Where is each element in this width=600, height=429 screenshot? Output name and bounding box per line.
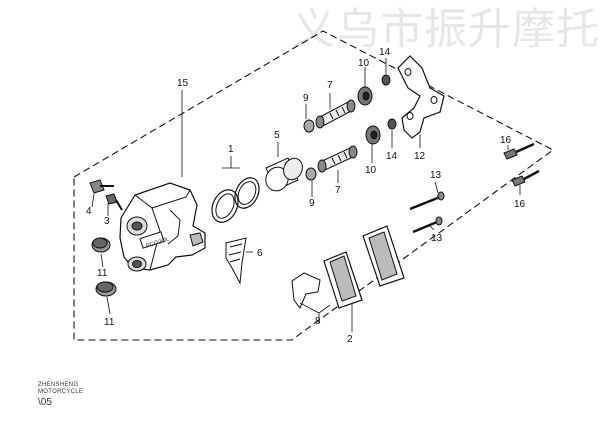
- callout-7-upper: 7: [327, 80, 333, 91]
- plug-upper: [91, 237, 111, 253]
- pin-boot-lower: [305, 167, 317, 181]
- footer-credit: ZHENSHENG MOTORCYCLE \05: [38, 382, 83, 410]
- footer-code: \05: [38, 397, 52, 408]
- washer-upper: [381, 74, 391, 86]
- callout-7-lower: 7: [335, 185, 341, 196]
- callout-14-upper: 14: [379, 47, 391, 58]
- callout-10-upper: 10: [358, 58, 370, 69]
- callout-13-upper: 13: [430, 170, 442, 181]
- piston: [265, 157, 303, 192]
- bleed-cap: [105, 193, 123, 211]
- pad-pin-lower: [412, 216, 443, 234]
- callout-9-upper: 9: [303, 93, 309, 104]
- callout-9-lower: 9: [309, 198, 315, 209]
- callout-10-lower: 10: [365, 165, 377, 176]
- callout-16-upper: 16: [500, 135, 512, 146]
- pad-spring: [225, 237, 247, 285]
- callout-12: 12: [414, 151, 426, 162]
- pin-bushing-lower: [365, 125, 381, 145]
- brake-pad-outer: [323, 251, 363, 309]
- pad-pin-upper: [409, 191, 445, 211]
- piston-seal-rings: [211, 177, 260, 223]
- callout-13-lower: 13: [431, 233, 443, 244]
- callout-15: 15: [177, 78, 189, 89]
- watermark: 义乌市振升摩托: [292, 5, 600, 55]
- callout-3: 3: [104, 216, 110, 227]
- callout-numbers: 15 1 5 7 9 10 14 7 9 10 14 12 13 13 16 1…: [86, 47, 526, 345]
- callout-5: 5: [274, 130, 280, 141]
- pad-shim: [291, 272, 321, 309]
- callout-16-lower: 16: [514, 199, 526, 210]
- caliper-body: [119, 182, 206, 272]
- callout-14-lower: 14: [386, 151, 398, 162]
- mounting-bolt-upper: [503, 142, 535, 160]
- callout-2: 2: [347, 334, 353, 345]
- callout-11-upper: 11: [97, 268, 108, 279]
- pin-bushing-upper: [357, 86, 373, 106]
- footer-brand-line1: ZHENSHENG: [38, 382, 79, 388]
- footer-brand-line2: MOTORCYCLE: [38, 389, 84, 395]
- callout-8: 8: [315, 316, 321, 327]
- assembly-boundary: [73, 30, 555, 341]
- slide-pin-upper: [315, 99, 356, 129]
- callout-6: 6: [257, 248, 263, 259]
- washer-lower: [387, 118, 397, 130]
- leader-lines: [91, 58, 521, 332]
- mounting-bolt-lower: [511, 169, 540, 187]
- callout-4: 4: [86, 206, 92, 217]
- callout-1: 1: [228, 144, 234, 155]
- pin-boot-upper: [303, 119, 315, 133]
- slide-pin-lower: [317, 145, 358, 173]
- plug-lower: [95, 281, 117, 297]
- brake-pad-inner: [362, 225, 405, 287]
- caliper-bracket: [397, 55, 445, 139]
- bleed-valve: [89, 179, 114, 194]
- callout-11-lower: 11: [104, 317, 115, 328]
